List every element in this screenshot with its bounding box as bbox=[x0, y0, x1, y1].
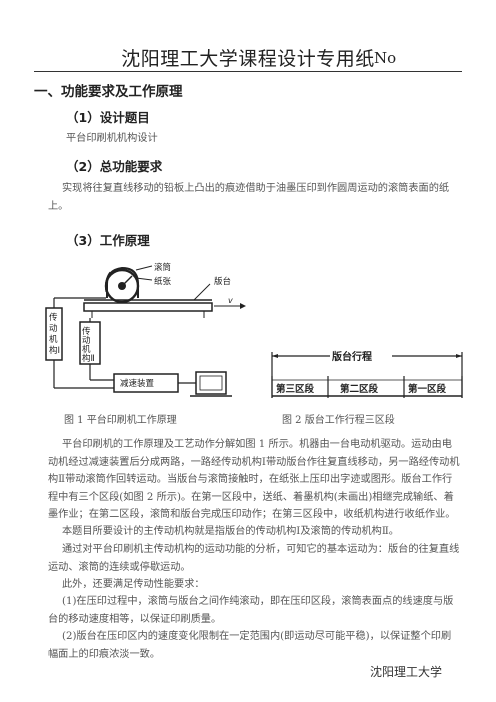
paragraph-requirement-1: (1)在压印过程中，滚筒与版台之间作纯滚动，即在压印区段，滚筒表面点的线速度与版… bbox=[48, 596, 454, 625]
label-zone-3: 第三区段 bbox=[276, 383, 315, 395]
label-stroke-title: 版台行程 bbox=[332, 350, 372, 363]
subsection-heading-principle: （3）工作原理 bbox=[66, 233, 150, 248]
label-roller: 滚筒 bbox=[154, 262, 171, 273]
footer-school-name: 沈阳理工大学 bbox=[370, 665, 443, 679]
label-reducer: 减速装置 bbox=[120, 378, 155, 389]
label-platform: 版台 bbox=[214, 276, 231, 287]
figure-2-caption: 图 2 版台工作行程三区段 bbox=[282, 415, 395, 426]
figure-platform-stroke-diagram: 版台行程 第三区段 第二区段 第一区段 bbox=[271, 350, 463, 398]
label-paper: 纸张 bbox=[154, 276, 172, 287]
figure-1-caption: 图 1 平台印刷机工作原理 bbox=[64, 415, 177, 426]
paragraph-basic-motion: 通过对平台印刷机主传动机构的运动功能的分析，可知它的基本运动为：版台的往复直线运… bbox=[48, 544, 460, 573]
label-zone-2: 第二区段 bbox=[340, 383, 379, 395]
subsection-heading-requirements: （2）总功能要求 bbox=[66, 159, 163, 174]
figure-printing-machine-diagram: 滚筒 纸张 版台 v 传动机构Ⅰ 传动机构Ⅱ 减速装置 bbox=[45, 262, 246, 397]
requirements-text: 实现将往复直线移动的铅板上凸出的痕迹借助于油墨压印到作圆周运动的滚筒表面的纸上。 bbox=[48, 183, 450, 212]
platform-shape bbox=[83, 302, 213, 312]
topic-text: 平台印刷机机构设计 bbox=[66, 133, 158, 144]
subsection-heading-topic: （1）设计题目 bbox=[66, 110, 150, 125]
motor-icon bbox=[195, 371, 227, 395]
paragraph-main-mechanism: 本题目所要设计的主传动机构就是指版台的传动机构Ⅰ及滚筒的传动机构Ⅱ。 bbox=[62, 526, 399, 537]
paragraph-requirements-intro: 此外，还要满足传动性能要求： bbox=[62, 579, 205, 590]
label-mechanism-2: 传动机构Ⅱ bbox=[82, 326, 95, 364]
section-heading: 一、功能要求及工作原理 bbox=[34, 84, 183, 100]
label-mechanism-1: 传动机构Ⅰ bbox=[49, 312, 60, 356]
page-number-label: No bbox=[374, 49, 397, 67]
paragraph-principle: 平台印刷机的工作原理及工艺动作分解如图 1 所示。机器由一台电动机驱动。运动由电… bbox=[48, 439, 460, 520]
paragraph-requirement-2: (2)版台在压印区内的速度变化限制在一定范围内(即运动尽可能平稳)，以保证整个印… bbox=[48, 631, 452, 660]
page-header-title: 沈阳理工大学课程设计专用纸 bbox=[121, 48, 375, 70]
roller-assembly bbox=[104, 265, 153, 304]
header-divider bbox=[34, 71, 462, 72]
label-velocity: v bbox=[228, 296, 233, 305]
label-zone-1: 第一区段 bbox=[408, 383, 447, 395]
